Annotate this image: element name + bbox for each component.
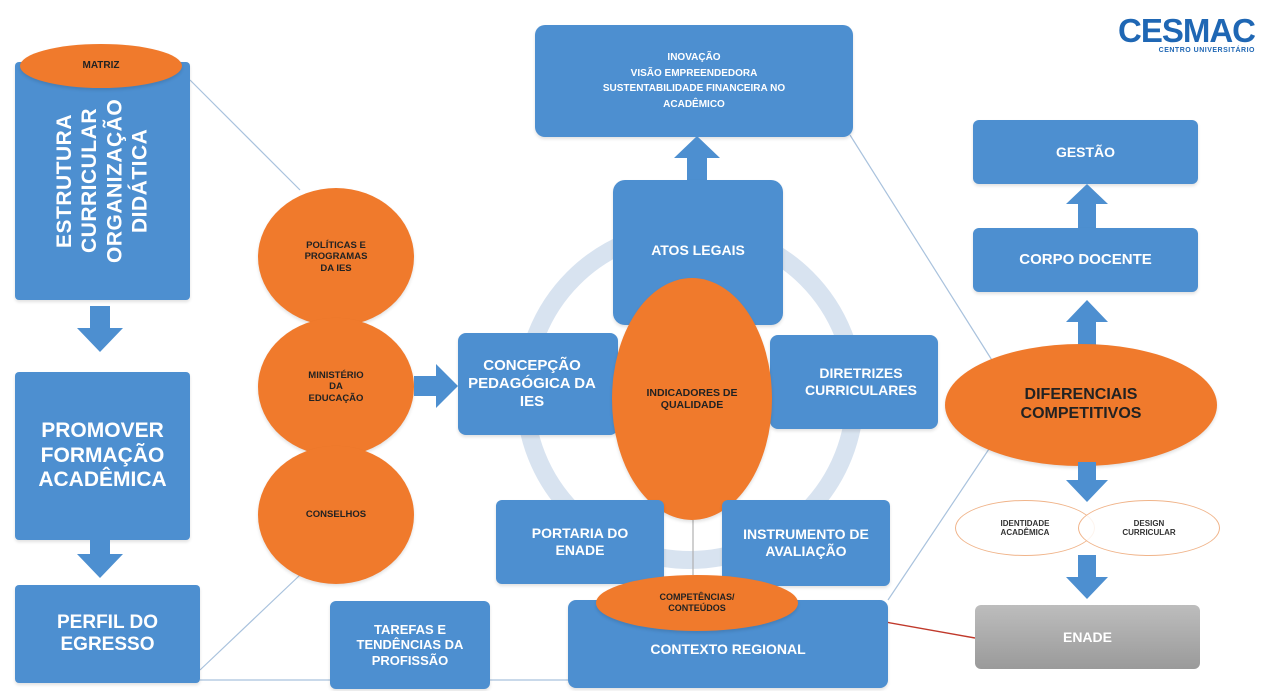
atos-legais-label: ATOS LEGAIS	[651, 242, 745, 258]
conselhos-label: CONSELHOS	[305, 509, 367, 521]
matriz-label: MATRIZ	[82, 60, 120, 72]
arrow-up-gestao	[1066, 184, 1108, 228]
diferenciais-label: DIFERENCIAIS COMPETITIVOS	[1020, 386, 1142, 422]
ministerio-label: MINISTÉRIO DA EDUCAÇÃO	[308, 370, 364, 404]
arrow-down-diferenciais	[1066, 462, 1108, 502]
competencias-label: COMPETÊNCIAS/ CONTEÚDOS	[659, 592, 735, 613]
arrow-right-ministerio	[414, 364, 458, 408]
indicadores-ellipse: INDICADORES DE QUALIDADE	[612, 278, 772, 520]
arrow-down-promover	[77, 528, 123, 578]
concepcao-box: CONCEPÇÃO PEDAGÓGICA DA IES	[458, 333, 618, 435]
instrumento-avaliacao-box: INSTRUMENTO DE AVALIAÇÃO	[722, 500, 890, 586]
gestao-box: GESTÃO	[973, 120, 1198, 184]
logo-subtitle: CENTRO UNIVERSITÁRIO	[1158, 47, 1255, 54]
connector-perfil-conselhos	[199, 574, 301, 671]
inovacao-line-1: INOVAÇÃO	[667, 52, 721, 63]
arrow-down-estrutura	[77, 306, 123, 352]
conselhos-circle: CONSELHOS	[258, 446, 414, 584]
estrutura-curricular-box: ESTRUTURA CURRICULAR ORGANIZAÇÃO DIDÁTIC…	[15, 62, 190, 300]
competencias-ellipse: COMPETÊNCIAS/ CONTEÚDOS	[596, 575, 798, 631]
cesmac-logo: CESMAC CENTRO UNIVERSITÁRIO	[1117, 12, 1256, 54]
inovacao-line-2: VISÃO EMPREENDEDORA	[630, 67, 758, 79]
corpo-docente-label: CORPO DOCENTE	[1019, 251, 1152, 269]
indicadores-label: INDICADORES DE QUALIDADE	[646, 386, 738, 411]
arrow-up-atos	[674, 136, 720, 182]
gestao-label: GESTÃO	[1055, 143, 1116, 160]
corpo-docente-box: CORPO DOCENTE	[973, 228, 1198, 292]
politicas-label: POLÍTICAS E PROGRAMAS DA IES	[304, 240, 368, 274]
promover-formacao-label: PROMOVER FORMAÇÃO ACADÊMICA	[38, 418, 167, 492]
contexto-regional-label: CONTEXTO REGIONAL	[650, 640, 806, 657]
promover-formacao-box: PROMOVER FORMAÇÃO ACADÊMICA	[15, 372, 190, 540]
logo-wordmark: CESMAC	[1117, 12, 1256, 49]
identidade-academica-label: IDENTIDADE ACADÊMICA	[1000, 518, 1050, 537]
tarefas-label: TAREFAS E TENDÊNCIAS DA PROFISSÃO	[356, 622, 464, 668]
connector-matriz-politicas	[189, 79, 301, 191]
inovacao-line-3: SUSTENTABILIDADE FINANCEIRA NO ACADÊMICO	[602, 83, 786, 110]
portaria-enade-label: PORTARIA DO ENADE	[531, 525, 629, 558]
tarefas-box: TAREFAS E TENDÊNCIAS DA PROFISSÃO	[330, 601, 490, 689]
enade-box: ENADE	[975, 605, 1200, 669]
instrumento-avaliacao-label: INSTRUMENTO DE AVALIAÇÃO	[743, 526, 869, 559]
diretrizes-box: DIRETRIZES CURRICULARES	[770, 335, 938, 429]
portaria-enade-box: PORTARIA DO ENADE	[496, 500, 664, 584]
diferenciais-ellipse: DIFERENCIAIS COMPETITIVOS	[945, 344, 1217, 466]
matriz-ellipse: MATRIZ	[20, 44, 182, 88]
enade-label: ENADE	[1062, 628, 1112, 645]
inovacao-box: INOVAÇÃO VISÃO EMPREENDEDORA SUSTENTABIL…	[535, 25, 853, 137]
design-curricular-label: DESIGN CURRICULAR	[1122, 518, 1176, 537]
perfil-egresso-label: PERFIL DO EGRESSO	[57, 611, 158, 655]
politicas-circle: POLÍTICAS E PROGRAMAS DA IES	[258, 188, 414, 326]
arrow-down-enade	[1066, 555, 1108, 599]
ministerio-circle: MINISTÉRIO DA EDUCAÇÃO	[258, 318, 414, 456]
estrutura-curricular-label: ESTRUTURA CURRICULAR ORGANIZAÇÃO DIDÁTIC…	[53, 98, 152, 264]
diretrizes-label: DIRETRIZES CURRICULARES	[805, 365, 917, 398]
perfil-egresso-box: PERFIL DO EGRESSO	[15, 585, 200, 683]
design-curricular-ellipse: DESIGN CURRICULAR	[1078, 500, 1220, 556]
arrow-up-corpo-docente	[1066, 300, 1108, 348]
identidade-academica-ellipse: IDENTIDADE ACADÊMICA	[955, 500, 1095, 556]
concepcao-label: CONCEPÇÃO PEDAGÓGICA DA IES	[468, 357, 596, 410]
